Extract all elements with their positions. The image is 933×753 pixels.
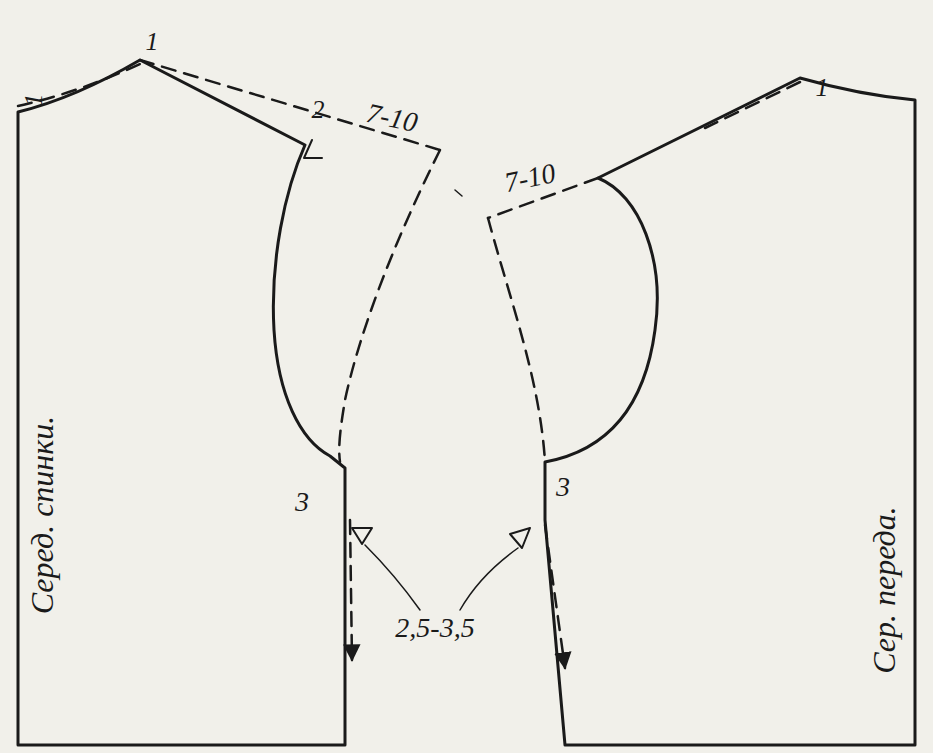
dimension-label: 2,5-3,5: [395, 614, 474, 642]
dimension-label: 7-10: [502, 159, 558, 197]
point-number: 2: [312, 97, 325, 123]
back-outline: [18, 60, 345, 745]
dimension-label: 3: [295, 488, 309, 516]
point-number: 1: [21, 94, 47, 107]
front-outline: [545, 78, 915, 745]
piece-name: Серед. спинки.: [26, 416, 58, 614]
dimension-label: 3: [556, 473, 570, 501]
dimension-label: 7-10: [364, 99, 420, 137]
piece-name: Сер. переда.: [868, 506, 900, 674]
point-number: 1: [146, 29, 159, 55]
point-number: 1: [816, 75, 829, 101]
